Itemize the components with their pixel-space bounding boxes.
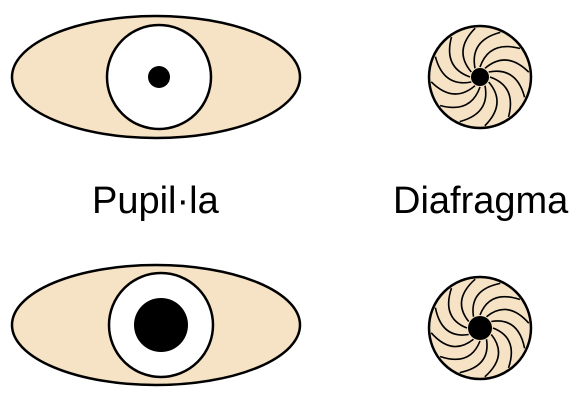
aperture-closed-icon <box>429 26 531 128</box>
aperture-hole <box>471 68 489 86</box>
aperture-hole <box>468 316 492 340</box>
diaphragm-label: Diafragma <box>393 178 568 224</box>
eye-large-pupil-icon <box>12 265 300 385</box>
pupil-label: Pupil·la <box>92 178 219 224</box>
pupil-large <box>134 298 188 352</box>
pupil-small <box>148 66 170 88</box>
eye-small-pupil-icon <box>12 16 300 138</box>
aperture-open-icon <box>429 277 531 379</box>
